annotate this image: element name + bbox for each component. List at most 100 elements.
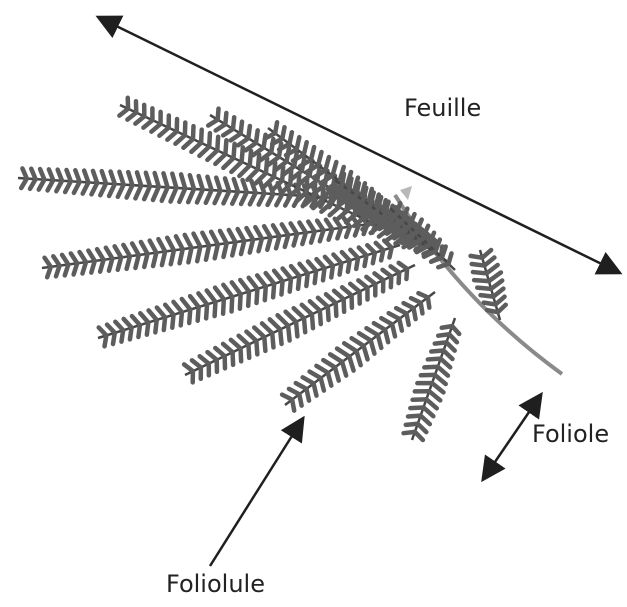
pinnule (267, 237, 270, 249)
pinnule (208, 120, 217, 126)
pinnule (206, 190, 212, 203)
pinnule (135, 116, 144, 123)
pinnule (232, 192, 238, 204)
pinnule (304, 318, 305, 332)
pinnule (171, 188, 177, 202)
pinnule (248, 292, 249, 306)
pinnule (100, 260, 103, 272)
pinnule (130, 328, 132, 340)
pinnule (452, 326, 459, 334)
pinnule (444, 351, 453, 359)
pinnule (144, 186, 150, 199)
pinnule (246, 143, 256, 150)
pinnule (91, 261, 94, 273)
pinnule (172, 315, 173, 328)
pinnule (340, 263, 342, 275)
pinnule (240, 294, 241, 309)
pinnule (232, 242, 235, 255)
pinnule (306, 273, 307, 286)
pinnule (315, 271, 316, 283)
pinnule (257, 289, 258, 303)
pinnule (426, 399, 436, 408)
pinnule (432, 383, 443, 392)
pinnule (121, 330, 123, 341)
pinnule (113, 333, 115, 344)
pinnule (481, 295, 494, 297)
pinnule (250, 240, 253, 253)
mimosa-leaf (18, 98, 562, 440)
pinnule (321, 378, 324, 391)
pinnule (328, 307, 329, 320)
pinnule (399, 319, 402, 331)
pinnule (127, 185, 133, 197)
pinnule (364, 346, 368, 360)
pinnule (253, 148, 263, 156)
pinnule (414, 308, 416, 319)
pinnule (314, 383, 317, 395)
pinnule (207, 150, 217, 159)
pinnule (159, 128, 168, 136)
pinnule (188, 189, 194, 202)
pinnule (206, 246, 209, 260)
pinnule (83, 182, 89, 193)
pinnule (477, 288, 491, 289)
pinnule (259, 193, 265, 204)
pinnule (296, 322, 297, 336)
pinnule (259, 239, 262, 252)
pinnule (428, 297, 429, 307)
pinnule (223, 299, 224, 314)
pinnule (232, 297, 233, 312)
pinnule (371, 340, 375, 353)
pinnule (151, 124, 160, 132)
pinnule (162, 251, 165, 265)
pinnule (306, 389, 309, 401)
pinnule (143, 120, 152, 128)
pinnule (264, 337, 265, 351)
pinnule (206, 304, 207, 318)
pinnule (188, 248, 191, 262)
pinnule (336, 303, 337, 316)
pinnule (302, 233, 306, 244)
pinnule (91, 183, 97, 194)
pinnule (233, 352, 234, 365)
pinnule (320, 311, 321, 325)
pinnule (153, 253, 156, 266)
pinnule (215, 302, 216, 316)
pinnule (119, 109, 128, 116)
pinnule (223, 243, 226, 257)
pinnule (241, 192, 247, 204)
pinnule (378, 335, 381, 348)
pinnule (109, 259, 112, 271)
pinnule (256, 341, 257, 355)
pinnule (162, 187, 168, 200)
pinnule (215, 191, 221, 203)
pinnule (276, 195, 282, 206)
pinnule (191, 143, 201, 152)
pinnule (435, 375, 446, 384)
pinnule (356, 351, 360, 365)
pinnule (241, 241, 244, 254)
pinnule (135, 186, 141, 199)
pinnule (183, 139, 193, 148)
pinnule (181, 312, 182, 325)
pinnule (82, 262, 86, 273)
pinnule (118, 257, 121, 269)
pinnule (171, 250, 174, 264)
pinnule (312, 314, 313, 328)
pinnule (344, 299, 345, 312)
pinnule (290, 279, 291, 292)
pinna (471, 250, 506, 320)
pinnule (231, 162, 241, 172)
pinnule (406, 269, 407, 279)
pinnule (135, 255, 138, 268)
pinnule (385, 330, 388, 342)
pinnule (30, 179, 36, 189)
pinnule (138, 325, 140, 337)
pinnule (406, 314, 408, 325)
leaflet-label: Foliole (532, 422, 609, 446)
pinnule (197, 247, 200, 261)
pinnule (74, 263, 78, 274)
leaf-label: Feuille (404, 96, 481, 120)
pinnule (356, 258, 358, 269)
